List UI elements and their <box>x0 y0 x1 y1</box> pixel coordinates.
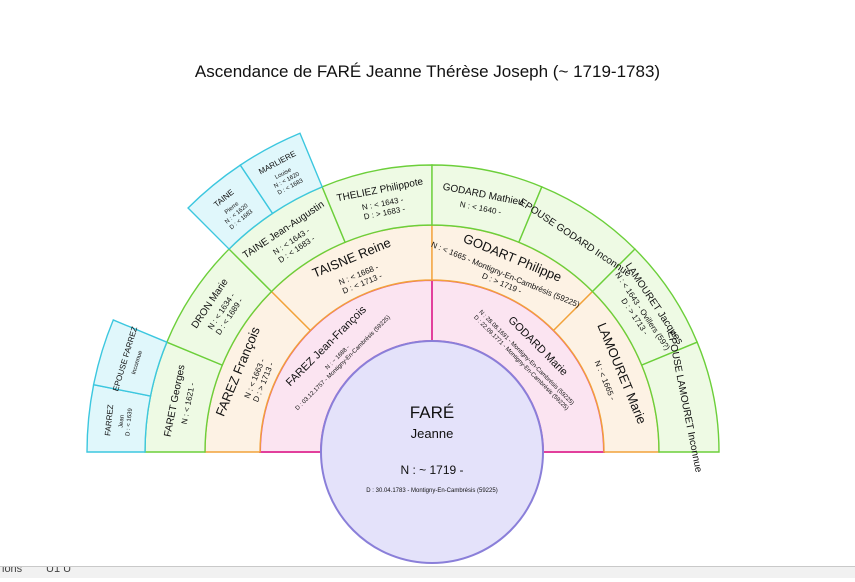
bottom-strip-left-text: ions <box>2 566 23 575</box>
ancestor-birth: D : < 1639 <box>125 407 134 436</box>
root-person-circle[interactable] <box>320 340 544 564</box>
root-person-birth: N : ~ 1719 - <box>400 463 463 477</box>
fan-cells <box>86 132 720 453</box>
ancestor-name: FARREZ <box>103 404 115 436</box>
root-person-death: D : 30.04.1783 - Montigny-En-Cambrésis (… <box>366 488 497 494</box>
root-person-name: FARÉ <box>410 403 454 422</box>
bottom-status-strip: ions U1 U <box>0 566 855 578</box>
bottom-strip-right-text: U1 U <box>46 566 72 575</box>
root-person-given-name: Jeanne <box>411 426 454 441</box>
page-title: Ascendance de FARÉ Jeanne Thérèse Joseph… <box>194 62 661 81</box>
ancestor-given: Jean <box>119 415 126 429</box>
root-person[interactable]: FARÉ Jeanne N : ~ 1719 - D : 30.04.1783 … <box>320 340 544 564</box>
ancestor-cell[interactable] <box>640 341 720 453</box>
ancestor-cell[interactable] <box>92 319 168 397</box>
ancestor-cell[interactable] <box>239 132 324 215</box>
